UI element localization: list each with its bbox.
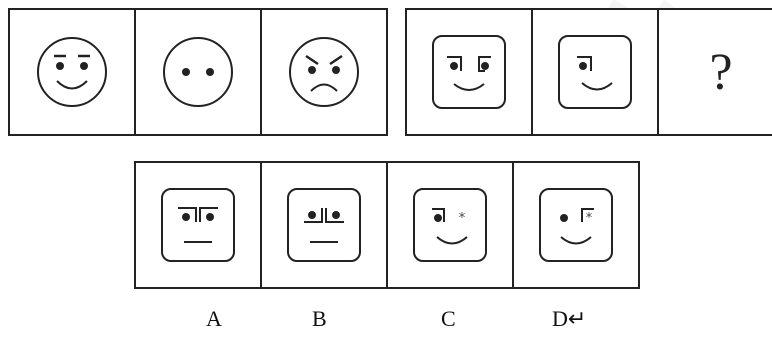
option-c-face-icon: * xyxy=(413,188,487,262)
sequence-cell-2 xyxy=(134,8,262,136)
option-d-face-icon: * xyxy=(539,188,613,262)
option-label-a: A xyxy=(206,306,222,331)
sequence-cell-5 xyxy=(531,8,659,136)
option-label-d: D↵ xyxy=(552,306,587,331)
option-d-cell[interactable]: * xyxy=(512,161,640,289)
svg-text:*: * xyxy=(586,211,593,226)
sequence-cell-1 xyxy=(8,8,136,136)
option-c-cell[interactable]: * xyxy=(386,161,514,289)
option-label-c: C xyxy=(441,306,456,331)
neutral-face-icon xyxy=(163,37,233,107)
question-mark: ? xyxy=(709,43,733,101)
question-cell: ? xyxy=(657,8,772,136)
option-b-face-icon xyxy=(287,188,361,262)
option-a-cell[interactable] xyxy=(134,161,262,289)
square-face-double-bracket-icon xyxy=(432,35,506,109)
smiling-face-with-brows-icon xyxy=(37,37,107,107)
sequence-cell-4 xyxy=(405,8,533,136)
svg-text:*: * xyxy=(459,211,466,226)
option-b-cell[interactable] xyxy=(260,161,388,289)
option-a-face-icon xyxy=(161,188,235,262)
sequence-cell-3 xyxy=(260,8,388,136)
option-label-b: B xyxy=(312,306,327,331)
square-face-single-bracket-icon xyxy=(558,35,632,109)
angry-face-icon xyxy=(289,37,359,107)
